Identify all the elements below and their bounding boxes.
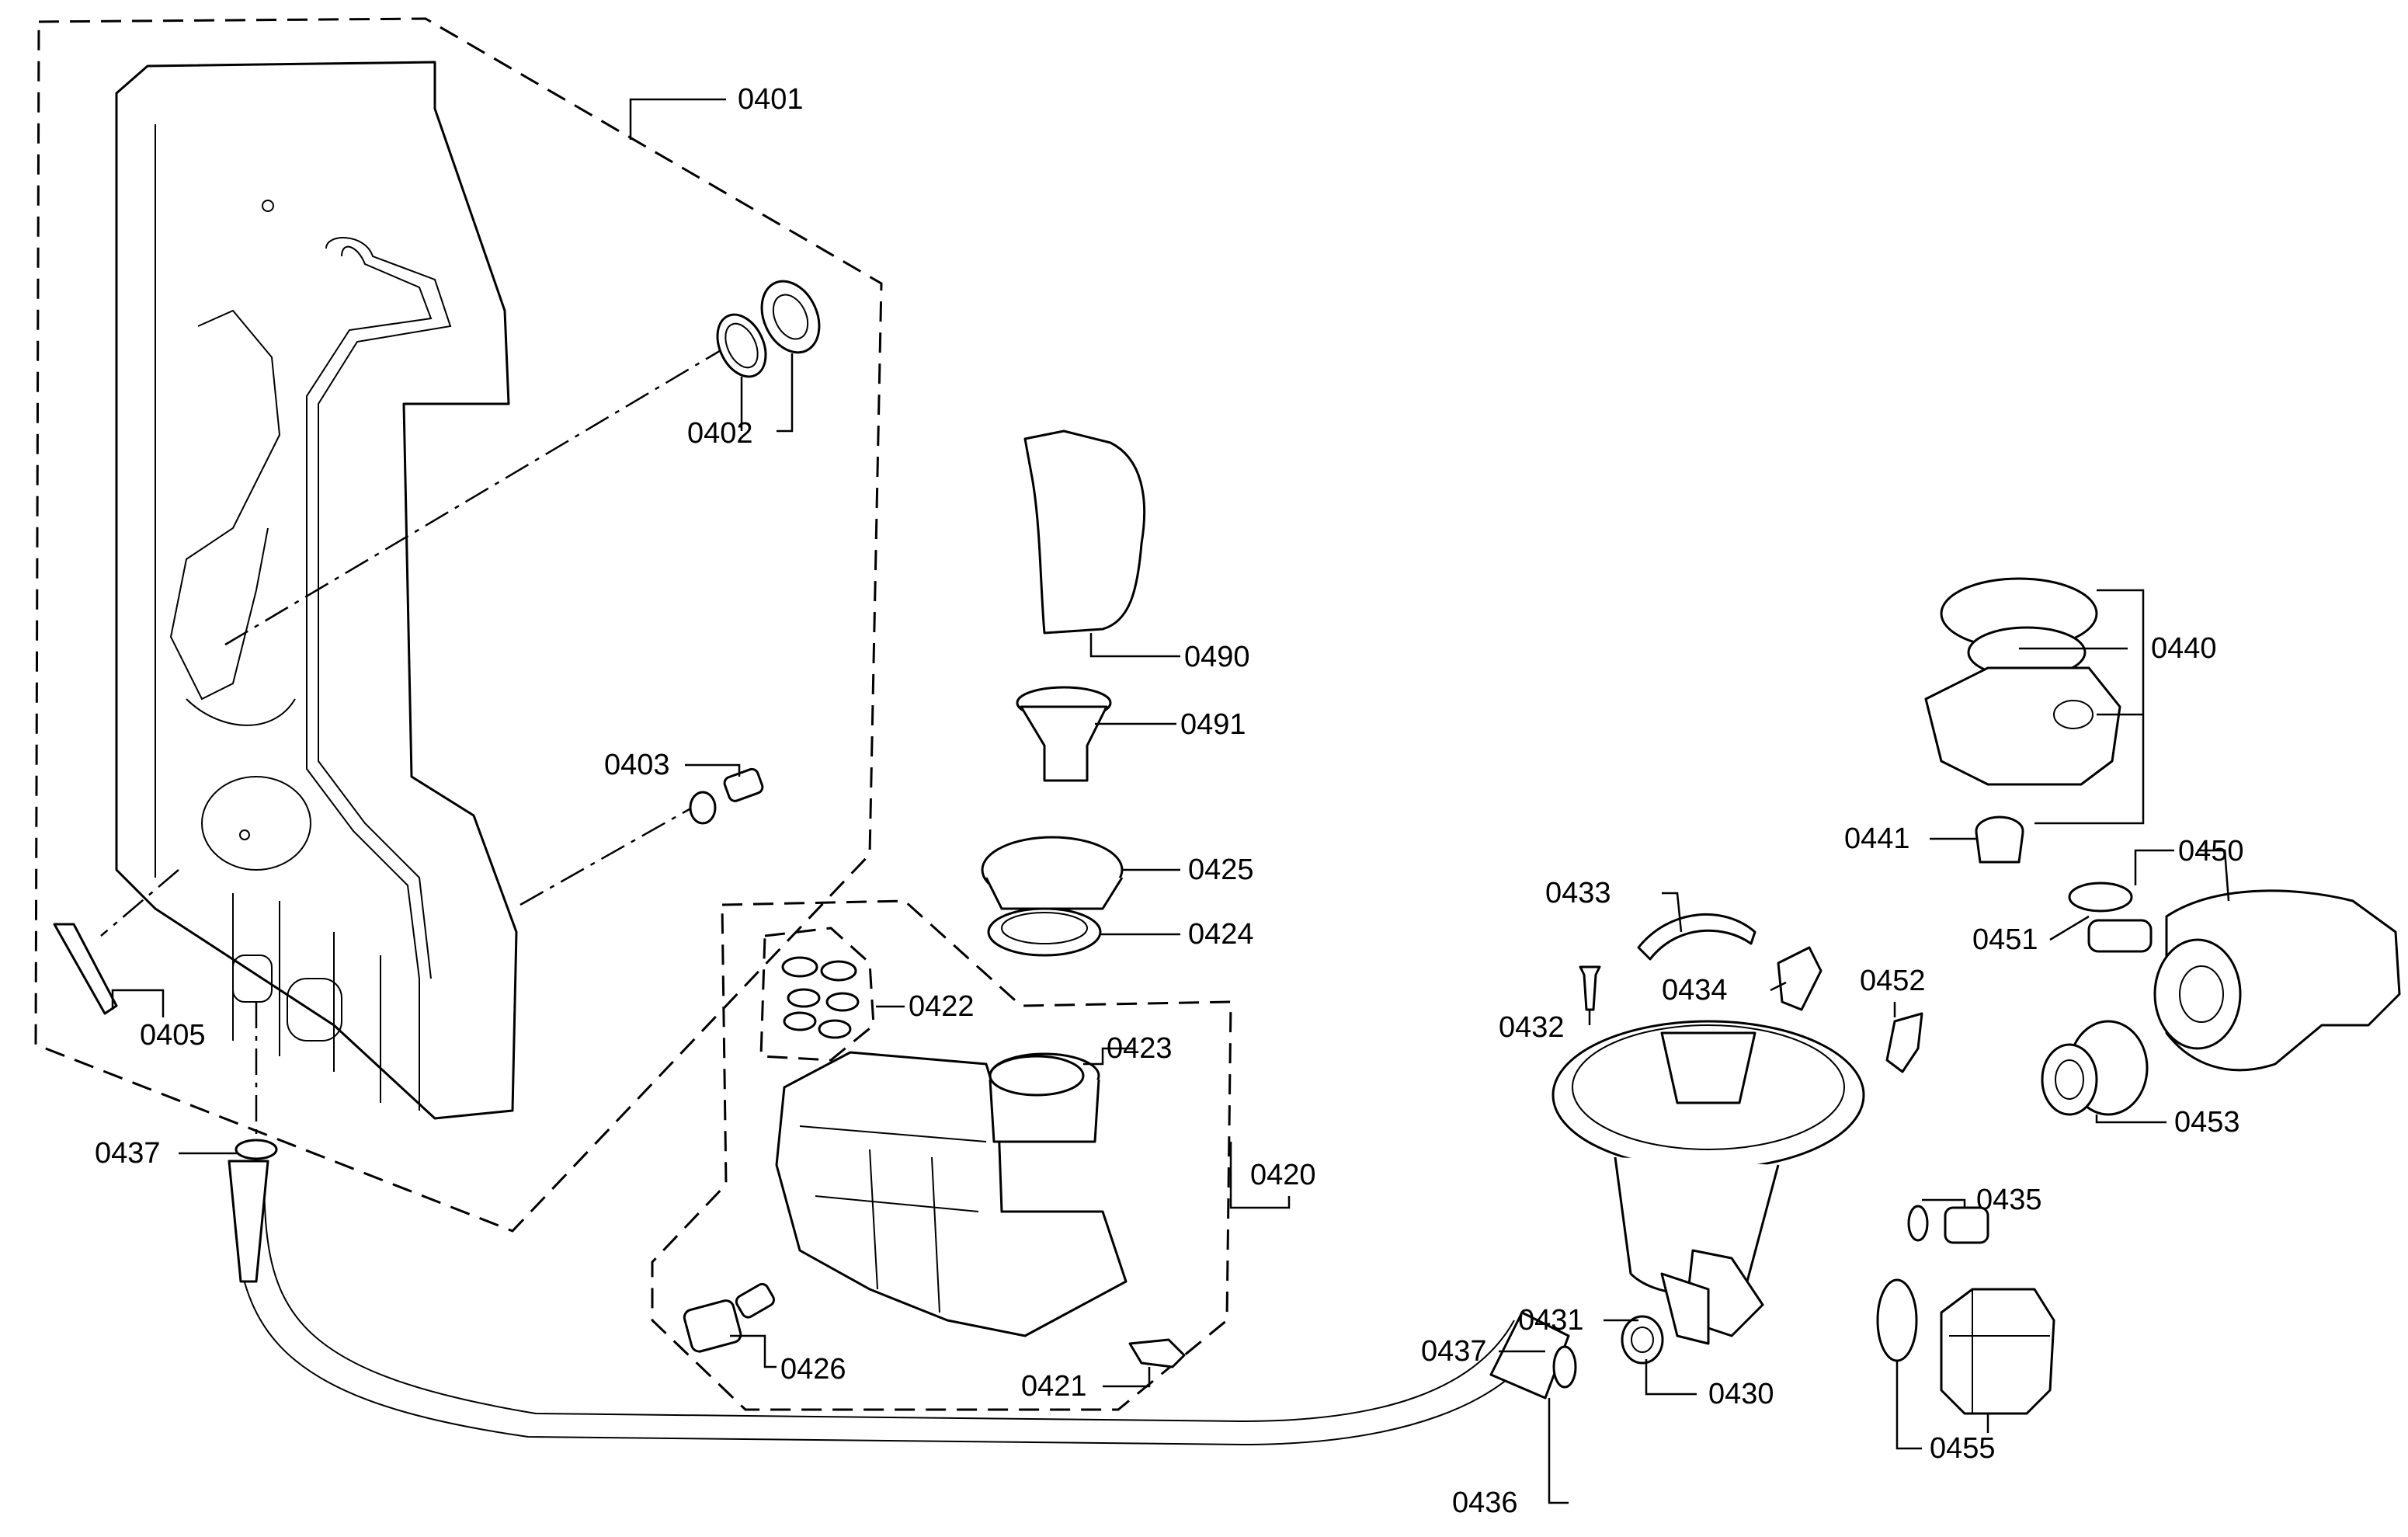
label-0436: 0436 [1452, 1487, 1518, 1519]
clip-part [1885, 1012, 1923, 1073]
label-0422: 0422 [909, 990, 975, 1023]
cone-part [1016, 686, 1112, 782]
label-0403: 0403 [604, 749, 670, 781]
label-0434: 0434 [1662, 974, 1728, 1007]
leader-0426 [730, 1334, 777, 1368]
alignment-line [100, 869, 179, 937]
label-0491: 0491 [1180, 708, 1246, 741]
enclosure-0401 [34, 17, 883, 1233]
hose-clamp-part [1552, 1345, 1577, 1389]
label-0490: 0490 [1184, 641, 1250, 673]
leader-0436 [1548, 1398, 1569, 1504]
funnel-part [1023, 429, 1146, 635]
enclosure-0422 [759, 927, 875, 1062]
clip-part [1128, 1338, 1186, 1368]
o-ring-part [1907, 1205, 1929, 1242]
leader-0433 [1662, 892, 1683, 933]
alignment-line [224, 348, 723, 646]
label-0437a: 0437 [95, 1137, 161, 1170]
leader-0423 [1083, 1047, 1134, 1066]
label-0405: 0405 [140, 1019, 206, 1052]
nozzle-part [689, 767, 764, 825]
label-0423: 0423 [1107, 1032, 1173, 1065]
label-0450: 0450 [2178, 835, 2244, 868]
label-0425: 0425 [1188, 854, 1254, 886]
label-0402: 0402 [687, 417, 753, 450]
label-0401: 0401 [738, 83, 804, 116]
adapter-part [2041, 1020, 2149, 1116]
drain-pump-part [1940, 1288, 2055, 1415]
clip-part [53, 923, 118, 1015]
label-0451: 0451 [1972, 923, 2038, 956]
leader-0435 [1922, 1198, 1966, 1208]
label-0433: 0433 [1545, 877, 1611, 909]
leader-0455 [1895, 1361, 1989, 1450]
label-0452: 0452 [1860, 965, 1926, 997]
valve-part [683, 1282, 775, 1353]
label-0421: 0421 [1021, 1370, 1087, 1403]
label-0455: 0455 [1930, 1432, 1996, 1465]
strap-part [1637, 913, 1756, 961]
leader-0420 [1229, 1142, 1291, 1209]
sump-part [1551, 1020, 1865, 1345]
seal-kit-part [781, 956, 860, 1039]
water-softener-part [775, 1051, 1128, 1337]
leader-0405 [111, 989, 165, 1017]
screw-part [1579, 965, 1601, 1011]
label-0453: 0453 [2174, 1106, 2240, 1139]
leader-0440 [2019, 589, 2145, 825]
latch-part [1777, 946, 1823, 1011]
pump-motor-part [2087, 889, 2401, 1072]
ring-nut-part [987, 907, 1102, 957]
sensor-part [1944, 1206, 1989, 1244]
label-0430: 0430 [1708, 1378, 1774, 1410]
leader-0490 [1089, 633, 1180, 658]
leader-0401 [629, 98, 726, 140]
seal-ring-part [716, 280, 821, 378]
label-0432: 0432 [1499, 1011, 1565, 1044]
fitting-part [1621, 1315, 1664, 1365]
leader-0430 [1645, 1359, 1697, 1396]
sensor-part [1975, 815, 2024, 864]
alignment-line [519, 802, 700, 906]
leader-0402 [740, 353, 794, 433]
enclosure-0420 [651, 899, 1232, 1411]
leader-0421 [1103, 1367, 1151, 1388]
cap-part [981, 836, 1124, 910]
heater-top-part [1924, 577, 2121, 786]
leader-0434 [1770, 981, 1787, 992]
seal-ring-part [989, 1055, 1085, 1097]
label-0426: 0426 [780, 1353, 846, 1386]
o-ring-part [1876, 1278, 1918, 1362]
label-0420: 0420 [1250, 1159, 1316, 1191]
label-0440: 0440 [2151, 632, 2217, 665]
label-0437b: 0437 [1421, 1335, 1487, 1368]
hose-clamp-part [235, 1139, 278, 1160]
label-0424: 0424 [1188, 918, 1254, 951]
leader-0451 [2049, 915, 2090, 941]
hose-clamp-part [2068, 882, 2133, 913]
label-0431: 0431 [1518, 1304, 1584, 1337]
label-0441: 0441 [1844, 822, 1910, 855]
leader-0453 [2095, 1114, 2167, 1124]
leader-0403 [685, 763, 741, 777]
leader-0450 [2134, 849, 2230, 902]
drain-hose-part [228, 1160, 1570, 1446]
label-0435: 0435 [1976, 1184, 2042, 1216]
